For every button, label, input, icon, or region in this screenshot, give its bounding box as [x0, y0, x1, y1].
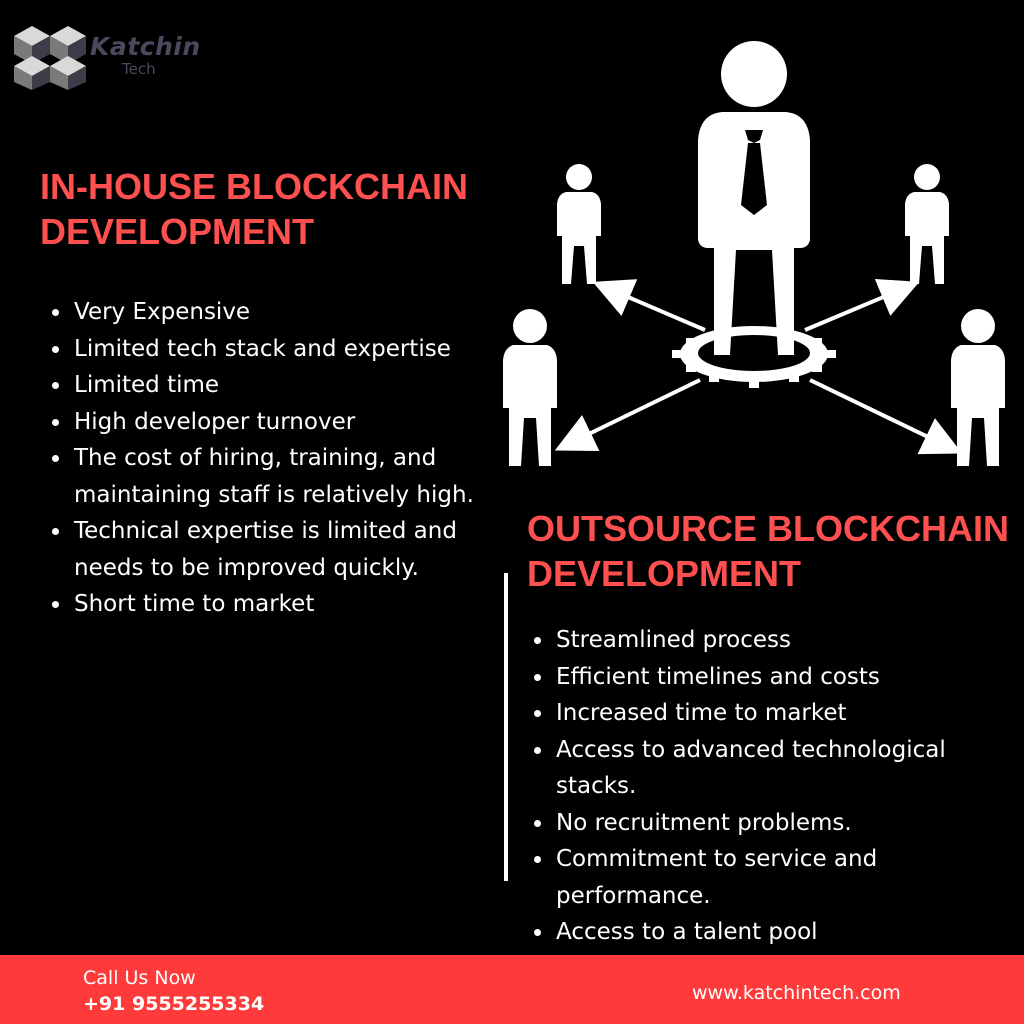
list-item: The cost of hiring, training, and mainta…	[72, 440, 522, 513]
list-item: Limited tech stack and expertise	[72, 331, 522, 368]
list-item: Technical expertise is limited and needs…	[72, 513, 522, 586]
list-item: Streamlined process	[554, 622, 1024, 659]
brand-sub: Tech	[122, 60, 156, 78]
brand-name: Katchin	[90, 32, 201, 61]
list-item: High developer turnover	[72, 404, 522, 441]
list-item: Very Expensive	[72, 294, 522, 331]
list-item: Access to a talent pool	[554, 914, 1024, 951]
list-item: Commitment to service and performance.	[554, 841, 1024, 914]
list-item: Limited time	[72, 367, 522, 404]
list-item: Increased time to market	[554, 695, 1024, 732]
phone-number[interactable]: +91 9555255334	[83, 993, 265, 1015]
list-item: Short time to market	[72, 586, 522, 623]
list-item: Access to advanced technological stacks.	[554, 732, 1024, 805]
website-link[interactable]: www.katchintech.com	[692, 982, 901, 1004]
outsource-list: Streamlined process Efficient timelines …	[524, 622, 1024, 951]
inhouse-heading: IN-HOUSE BLOCKCHAIN DEVELOPMENT	[40, 166, 468, 252]
footer-bar	[0, 955, 1024, 1024]
list-item: Efficient timelines and costs	[554, 659, 1024, 696]
cube-grid-icon	[14, 26, 86, 90]
list-item: No recruitment problems.	[554, 805, 1024, 842]
divider	[504, 573, 508, 881]
inhouse-list: Very Expensive Limited tech stack and ex…	[42, 294, 522, 623]
outsource-heading: OUTSOURCE BLOCKCHAIN DEVELOPMENT	[527, 508, 1009, 594]
call-label: Call Us Now	[83, 967, 196, 989]
manager-network-icon	[503, 41, 1005, 466]
